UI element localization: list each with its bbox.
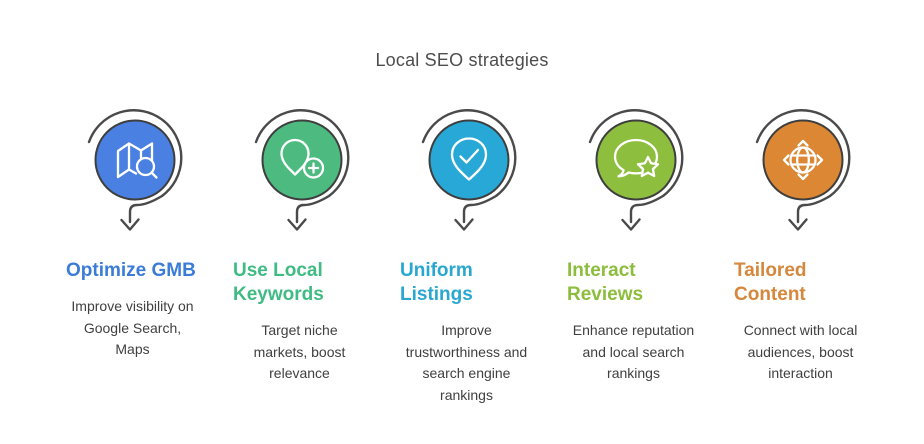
loop-arrow-icon	[421, 109, 516, 231]
loop-arrow-icon	[254, 109, 349, 231]
use-local-keywords-glyph	[254, 109, 349, 231]
interact-reviews-glyph	[588, 109, 683, 231]
card-description: Improve visibility on Google Search, Map…	[71, 298, 194, 357]
icon-disc	[762, 119, 843, 201]
card-title: Uniform Listings	[400, 260, 473, 305]
globe-targeting-icon	[782, 139, 823, 181]
icon-disc	[261, 119, 342, 201]
card-description: Target niche markets, boost relevance	[253, 322, 346, 381]
review-star-icon	[613, 138, 659, 178]
loop-arrow-icon	[588, 109, 683, 231]
card-description: Improve trustworthiness and search engin…	[405, 322, 528, 403]
strategy-column-use-local-keywords: Use Local Keywords Target niche markets,…	[216, 101, 383, 406]
strategy-column-tailored-content: Tailored Content Connect with local audi…	[717, 101, 884, 406]
card-title: Tailored Content	[734, 260, 807, 305]
icon-disc	[595, 119, 676, 201]
location-add-icon	[279, 138, 324, 179]
strategy-column-optimize-gmb: Optimize GMB Improve visibility on Googl…	[49, 101, 216, 406]
card-title: Optimize GMB	[66, 260, 196, 281]
strategy-column-uniform-listings: Uniform Listings Improve trustworthiness…	[383, 101, 550, 406]
strategy-columns: Optimize GMB Improve visibility on Googl…	[49, 101, 884, 406]
tailored-content-glyph	[755, 109, 850, 231]
card-description: Connect with local audiences, boost inte…	[743, 322, 858, 381]
icon-disc	[94, 119, 175, 201]
card-title: Use Local Keywords	[233, 260, 324, 305]
loop-arrow-icon	[87, 109, 182, 231]
card-description: Enhance reputation and local search rank…	[572, 322, 695, 381]
optimize-gmb-glyph	[87, 109, 182, 231]
strategy-column-interact-reviews: Interact Reviews Enhance reputation and …	[550, 101, 717, 406]
uniform-listings-glyph	[421, 109, 516, 231]
location-check-icon	[450, 137, 487, 181]
diagram-title: Local SEO strategies	[375, 50, 549, 70]
map-search-icon	[116, 142, 158, 179]
loop-arrow-icon	[755, 109, 850, 231]
card-title: Interact Reviews	[567, 260, 644, 305]
